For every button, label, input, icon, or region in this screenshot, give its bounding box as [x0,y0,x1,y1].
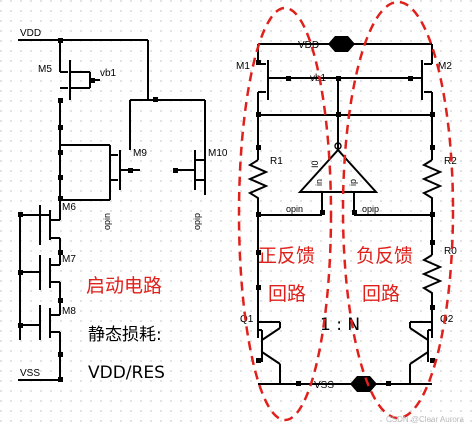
negative-feedback-annotation-2: 回路 [362,283,400,305]
m1-label: M1 [236,61,250,72]
m7-label: M7 [62,254,76,265]
opamp-i0-label: I0 [310,160,320,168]
vss-label-left: VSS [20,368,40,379]
opip-right-label: opip [362,204,379,214]
m5-label: M5 [38,64,52,75]
negative-feedback-loop-ellipse [341,0,455,420]
opip-left-label: opip [192,213,202,230]
opin-left-label: opin [102,213,112,230]
static-power-annotation: 静态损耗: [88,325,162,345]
m10-label: M10 [208,148,228,159]
m2-label: M2 [438,61,452,72]
q2-label: Q2 [440,314,454,325]
r0-label: R0 [444,246,457,257]
opamp-in-label: in [314,179,324,186]
positive-feedback-loop-ellipse [237,6,333,422]
r1-label: R1 [270,156,283,167]
watermark: CSDN @Clear Aurora [386,415,464,424]
q1-label: Q1 [240,314,254,325]
vb1-left-label: vb1 [100,68,117,79]
m6-label: M6 [62,202,76,213]
vss-pin-icon [350,376,377,392]
vdd-label-right: VDD [298,40,319,51]
positive-feedback-annotation-2: 回路 [268,283,306,305]
vdd-label-left: VDD [20,28,41,39]
m8-label: M8 [62,306,76,317]
m9-label: M9 [133,148,147,159]
bandgap-core: VDD M1 vb1 M2 I0 in ip R1 opin [236,36,457,392]
startup-circuit: VDD M5 vb1 M9 opin M10 opip M6 M7 [18,28,228,382]
vdd-pin-icon [328,36,355,52]
ratio-label: 1 : N [320,315,360,335]
startup-circuit-annotation: 启动电路 [86,275,162,297]
opin-right-label: opin [286,204,303,214]
static-power-formula: VDD/RES [88,363,165,383]
positive-feedback-annotation-1: 正反馈 [258,245,315,267]
opamp-ip-label: ip [348,179,358,186]
negative-feedback-annotation-1: 负反馈 [356,245,413,267]
opamp-triangle [297,148,379,193]
vss-label-right: VSS [314,380,334,391]
